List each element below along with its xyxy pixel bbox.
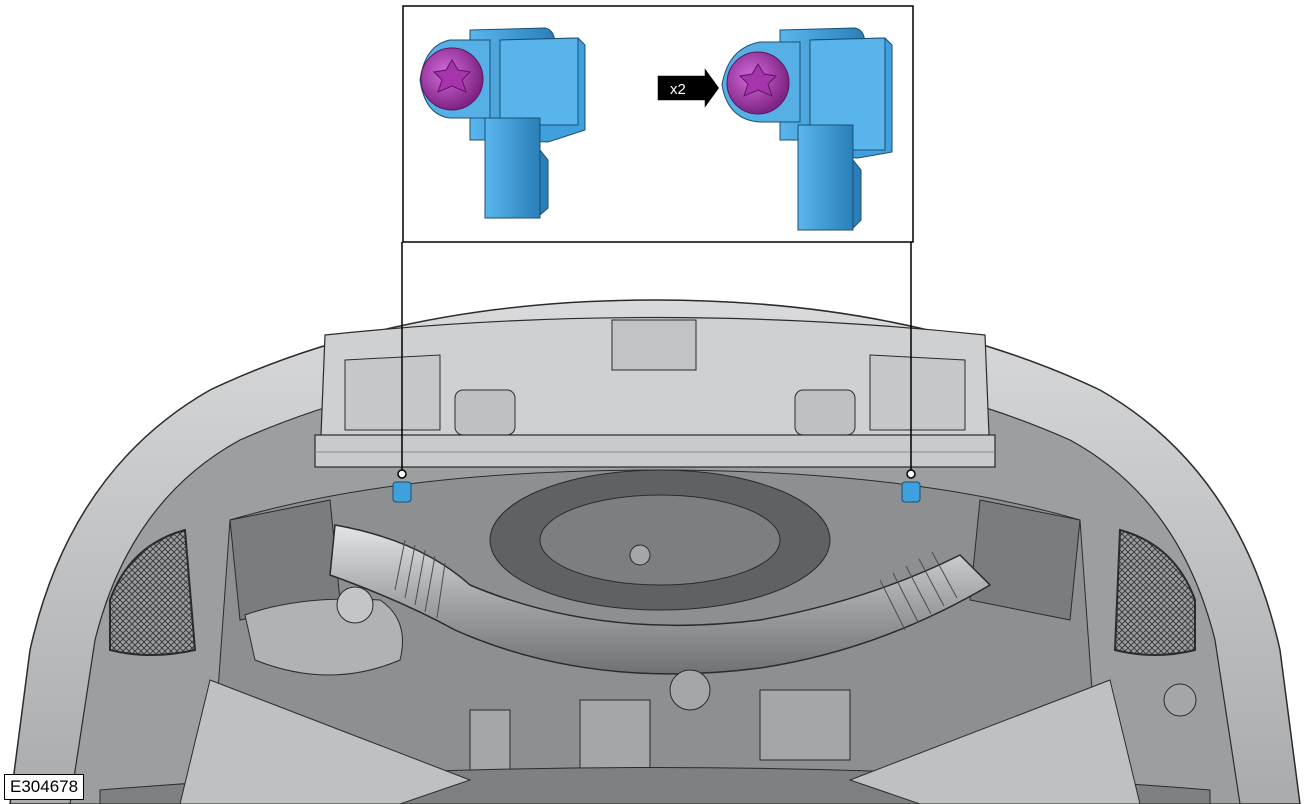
air-intake-duct <box>329 524 992 675</box>
lower-right-deflector <box>848 679 1141 804</box>
bracket-sensor-icon <box>419 27 586 219</box>
quantity-callout-text: x2 <box>670 81 686 98</box>
left-air-vent <box>109 528 197 656</box>
lower-left-deflector <box>179 679 472 804</box>
quantity-callout: x2 <box>656 63 721 113</box>
torx-screw-icon <box>726 51 790 115</box>
sensor-location-left <box>392 469 412 503</box>
coolant-reservoir <box>244 598 403 676</box>
figure-id-label: E304678 <box>4 774 85 800</box>
right-air-box <box>969 499 1081 621</box>
arrow-right-icon <box>656 63 721 113</box>
right-air-vent <box>1113 528 1196 656</box>
latch-block <box>611 319 697 371</box>
torx-screw-icon <box>420 47 484 111</box>
engine-bay <box>9 299 1301 804</box>
detail-inset: x2 <box>402 5 914 243</box>
cross-member <box>314 434 996 468</box>
